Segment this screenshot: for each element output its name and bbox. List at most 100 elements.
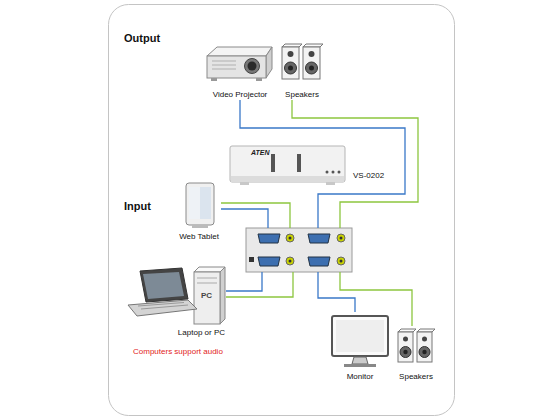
projector-icon-part [211, 78, 217, 81]
section-heading: Output [124, 32, 160, 45]
switch-back-panel-part [258, 234, 280, 243]
signal-cable [240, 100, 405, 228]
device-label: VS-0202 [353, 171, 384, 181]
laptop-icon-part [128, 300, 197, 316]
speaker-icon-part [398, 332, 413, 362]
tablet-icon-part [189, 187, 200, 219]
tablet-icon [186, 183, 214, 228]
signal-cable [221, 203, 290, 228]
device-node: Video Projector [200, 44, 280, 100]
signal-cable [292, 100, 418, 228]
brand-logo: ATEN [251, 149, 270, 157]
projector-icon-part [212, 61, 236, 62]
speaker-icon-part [285, 62, 297, 74]
switch-back-panel-part [337, 257, 345, 265]
switch-front-view-part [297, 154, 301, 172]
device-label: Speakers [394, 372, 438, 382]
pc-tower-icon [194, 267, 225, 324]
device-node: Web Tablet [177, 180, 221, 242]
speaker-icon-part [422, 350, 426, 354]
projector-icon-part [266, 47, 272, 78]
device-node: Speakers [394, 326, 438, 382]
switch-front-view-part [240, 182, 249, 185]
switch-front-view-part [332, 171, 335, 174]
speaker-icon-part [288, 66, 293, 71]
switch-front-view [230, 146, 345, 185]
projector-icon-part [212, 69, 236, 70]
speaker-icon-part [303, 47, 320, 79]
device-marking: PC [201, 291, 212, 301]
switch-front-view-part [326, 171, 329, 174]
switch-back-panel-part [289, 260, 292, 263]
speaker-icon-part [309, 51, 315, 57]
laptop-icon-part [140, 268, 188, 302]
pc-tower-icon-part [220, 267, 225, 324]
speaker-icon-part [417, 332, 432, 362]
section-heading: Input [124, 200, 151, 213]
laptop-icon-part [141, 305, 188, 309]
device-label: Laptop or PC [178, 328, 225, 338]
pc-tower-icon-part [197, 283, 217, 284]
device-label: Video Projector [200, 90, 280, 100]
signal-cable [221, 209, 268, 228]
switch-back-panel-part [249, 257, 254, 262]
speaker-icon-part [403, 337, 408, 342]
switch-front-view-part [231, 176, 344, 182]
switch-back-panel [246, 228, 352, 272]
switch-front-view-part [338, 171, 341, 174]
switch-front-view-part [271, 154, 275, 172]
device-label: Speakers [276, 90, 328, 100]
projector-icon-part [207, 56, 266, 78]
speaker-icon-part [400, 347, 411, 358]
signal-cable [340, 272, 412, 326]
switch-back-panel-part [340, 237, 343, 240]
monitor-icon-part [336, 320, 384, 352]
projector-icon-part [212, 65, 236, 66]
signal-cable [318, 272, 355, 312]
switch-back-panel-part [308, 257, 330, 266]
signal-cable [226, 272, 262, 291]
switch-back-panel-part [337, 234, 345, 242]
pc-tower-icon-part [194, 272, 220, 324]
speaker-icon [282, 44, 323, 79]
device-label: Web Tablet [177, 232, 221, 242]
switch-back-panel-part [286, 234, 294, 242]
switch-node: VS-0202 [246, 228, 352, 272]
projector-icon-part [207, 47, 272, 56]
switch-back-panel-part [246, 228, 352, 272]
monitor-icon-part [352, 357, 368, 364]
switch-front-view-part [326, 182, 335, 185]
switch-back-panel-part [286, 257, 294, 265]
tablet-icon-part [186, 183, 214, 225]
speaker-icon-part [288, 51, 294, 57]
note-text: Computers support audio [133, 347, 223, 357]
speaker-icon-part [282, 47, 299, 79]
laptop-icon [128, 268, 197, 316]
projector-icon [207, 47, 272, 81]
speaker-icon-part [309, 66, 314, 71]
card-frame [109, 5, 455, 416]
monitor-icon [332, 316, 388, 367]
speaker-icon [398, 329, 435, 362]
laptop-icon-part [143, 272, 184, 299]
projector-icon-part [256, 78, 262, 81]
tablet-icon-part [189, 187, 211, 219]
device-label: Monitor [328, 372, 392, 382]
projector-icon-part [245, 59, 260, 74]
projector-icon-part [248, 62, 257, 71]
speaker-icon-part [403, 350, 407, 354]
speaker-icon-part [306, 62, 318, 74]
switch-front-view-part [230, 146, 345, 182]
speaker-icon-part [422, 337, 427, 342]
monitor-icon-part [344, 364, 376, 367]
pc-tower-icon-part [197, 278, 217, 279]
monitor-icon-part [332, 316, 388, 356]
tablet-icon-part [192, 225, 208, 228]
speaker-icon-part [419, 347, 430, 358]
device-node: Laptop or PC [118, 268, 226, 338]
signal-cable [226, 272, 293, 297]
switch-back-panel-part [340, 260, 343, 263]
